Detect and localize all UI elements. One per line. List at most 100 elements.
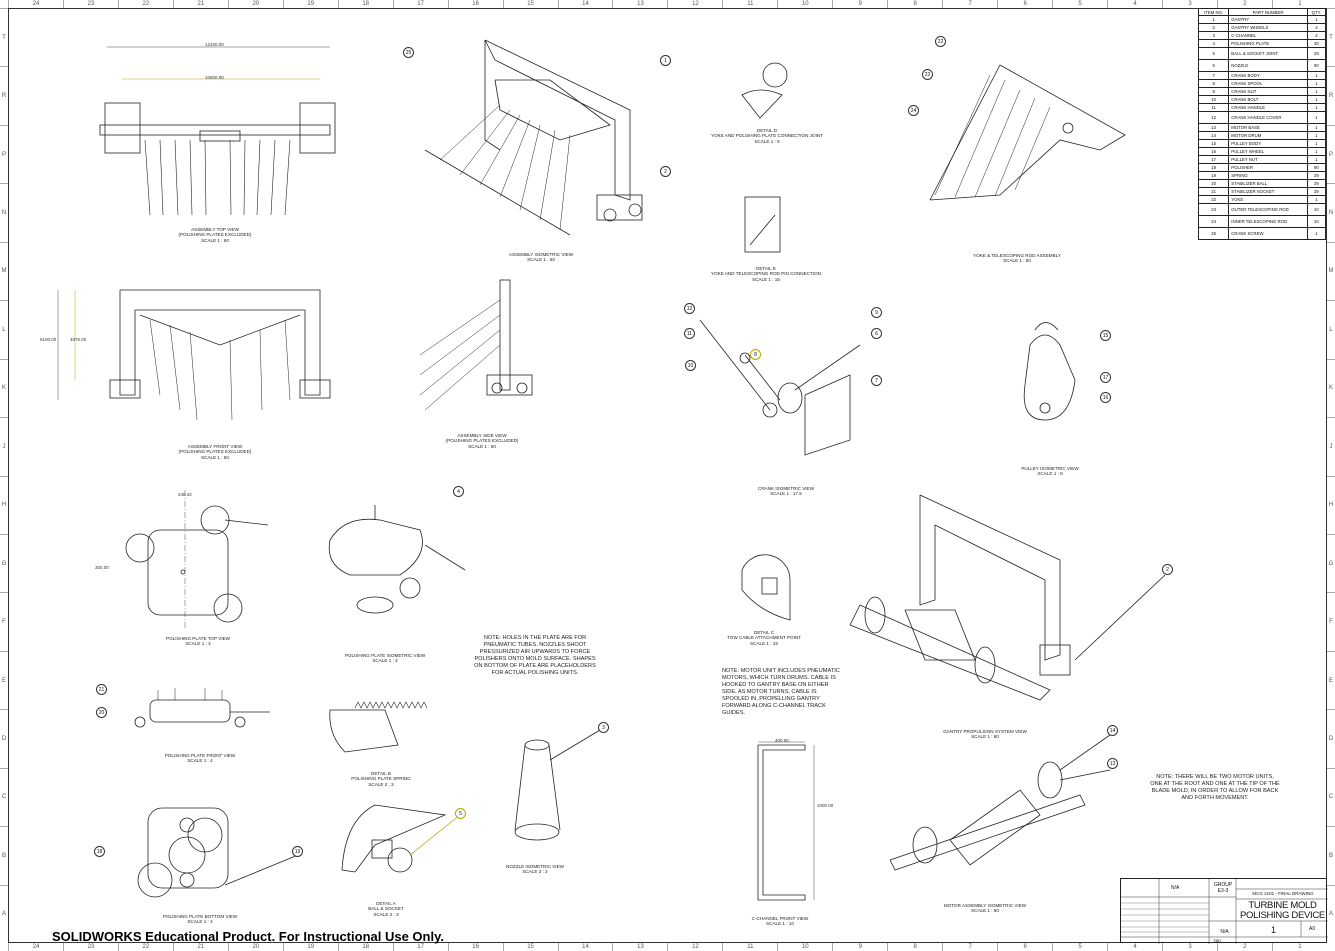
bom-quantity: 29 [1306, 171, 1327, 180]
bom-part-number: NOZZLE [1228, 59, 1308, 72]
zone-column-label: 21 [172, 0, 228, 8]
plate-bottom-view [137, 807, 299, 898]
bom-part-number: PULLEY BODY [1228, 139, 1308, 148]
bom-part-number: OUTER TELESCOPING ROD [1228, 203, 1308, 216]
assembly-side-view [419, 279, 533, 411]
bom-part-number: CRANK NUT [1228, 87, 1308, 96]
zone-column-label: 12 [667, 943, 722, 951]
assembly-isometric-view [424, 39, 643, 236]
bom-part-number: PULLEY NUT [1228, 155, 1308, 164]
bom-part-number: STABILIZER SOCKET [1228, 187, 1308, 196]
zone-row-label: D [1327, 709, 1335, 767]
zone-column-label: 18 [337, 0, 393, 8]
plate-isometric-view [328, 505, 466, 614]
balloon: 11 [684, 328, 695, 339]
zone-row-label: R [0, 66, 8, 124]
balloon: 19 [292, 846, 303, 857]
bom-header-part: PART NUMBER [1228, 8, 1308, 16]
zone-column-label: 14 [557, 943, 613, 951]
sheet-number: 1 [1271, 925, 1277, 935]
bom-quantity: 29 [1306, 47, 1327, 60]
zone-row-label: K [0, 358, 8, 417]
bom-part-number: GANTRY WHEELS [1228, 23, 1308, 32]
bom-part-number: PULLEY WHEEL [1228, 147, 1308, 156]
group-label: GROUP E3-3 [1213, 882, 1233, 894]
bom-item-number: 19 [1197, 171, 1230, 180]
zone-column-label: 7 [942, 0, 997, 8]
drawing-border [8, 8, 1327, 943]
dim-plate-height: 300.00 [95, 565, 109, 570]
bom-quantity: 1 [1306, 71, 1327, 80]
zone-column-label: 6 [997, 943, 1052, 951]
zone-row-label: M [0, 241, 8, 300]
zone-column-label: 13 [612, 0, 667, 8]
bom-quantity: 1 [1306, 79, 1327, 88]
bom-part-number: CRANK BOLT [1228, 95, 1308, 104]
zone-row-label: B [0, 826, 8, 884]
zone-row-label: P [0, 124, 8, 183]
zone-row-label: P [1327, 124, 1335, 183]
zone-row-label: C [1327, 767, 1335, 826]
zone-row-label: A [1327, 884, 1335, 943]
zone-column-label: 1 [1271, 943, 1327, 951]
dim-top-overall: 12100.00 [205, 42, 224, 47]
bom-item-number: 10 [1197, 95, 1230, 104]
zone-column-label: 15 [502, 0, 558, 8]
balloon: 22 [935, 36, 946, 47]
zone-column-label: 10 [777, 0, 832, 8]
balloon: 4 [453, 486, 464, 497]
bom-item-number: 13 [1197, 123, 1230, 132]
bom-item-number: 7 [1197, 71, 1230, 80]
bom-quantity: 29 [1306, 179, 1327, 188]
drawing-name: MCG 2101 - FINAL DRAWING [1252, 891, 1314, 896]
bom-quantity: 1 [1306, 155, 1327, 164]
solidworks-watermark: SOLIDWORKS Educational Product. For Inst… [52, 929, 444, 944]
bom-item-number: 1 [1197, 15, 1230, 24]
zone-row-label: F [1327, 592, 1335, 650]
zone-column-label: 16 [447, 0, 503, 8]
zone-column-label: 6 [997, 0, 1052, 8]
zone-column-label: 23 [62, 943, 118, 951]
bom-quantity: 1 [1306, 227, 1327, 240]
zone-row-label: K [1327, 358, 1335, 417]
zone-row-label: E [0, 650, 8, 709]
balloon: 13 [1107, 758, 1118, 769]
bom-item-number: 8 [1197, 79, 1230, 88]
zone-column-label: 12 [667, 0, 722, 8]
zone-column-label: 8 [887, 943, 942, 951]
zone-row-label: H [0, 475, 8, 534]
caption-assembly-side-view: ASSEMBLY SIDE VIEW(POLISHING PLATES EXCL… [445, 433, 519, 449]
bom-quantity: 2 [1306, 31, 1327, 40]
zone-row-label: B [1327, 826, 1335, 884]
bom-item-number: 22 [1197, 195, 1230, 204]
zone-row-label: N [1327, 183, 1335, 241]
zone-column-label: 16 [447, 943, 503, 951]
zone-column-label: 5 [1052, 943, 1107, 951]
title-block: N/A GROUP E3-3 MCG 2101 - FINAL DRAWING … [1120, 878, 1328, 944]
sheet-size: A0 [1309, 926, 1316, 932]
balloon: 14 [1107, 725, 1118, 736]
bom-quantity: 10 [1306, 203, 1327, 216]
detail-c [741, 554, 791, 621]
note-motor-unit: NOTE: MOTOR UNIT INCLUDES PNEUMATIC MOTO… [722, 668, 840, 716]
zone-row-label: G [1327, 533, 1335, 592]
crank-isometric-view [699, 319, 861, 456]
balloon: 10 [685, 360, 696, 371]
